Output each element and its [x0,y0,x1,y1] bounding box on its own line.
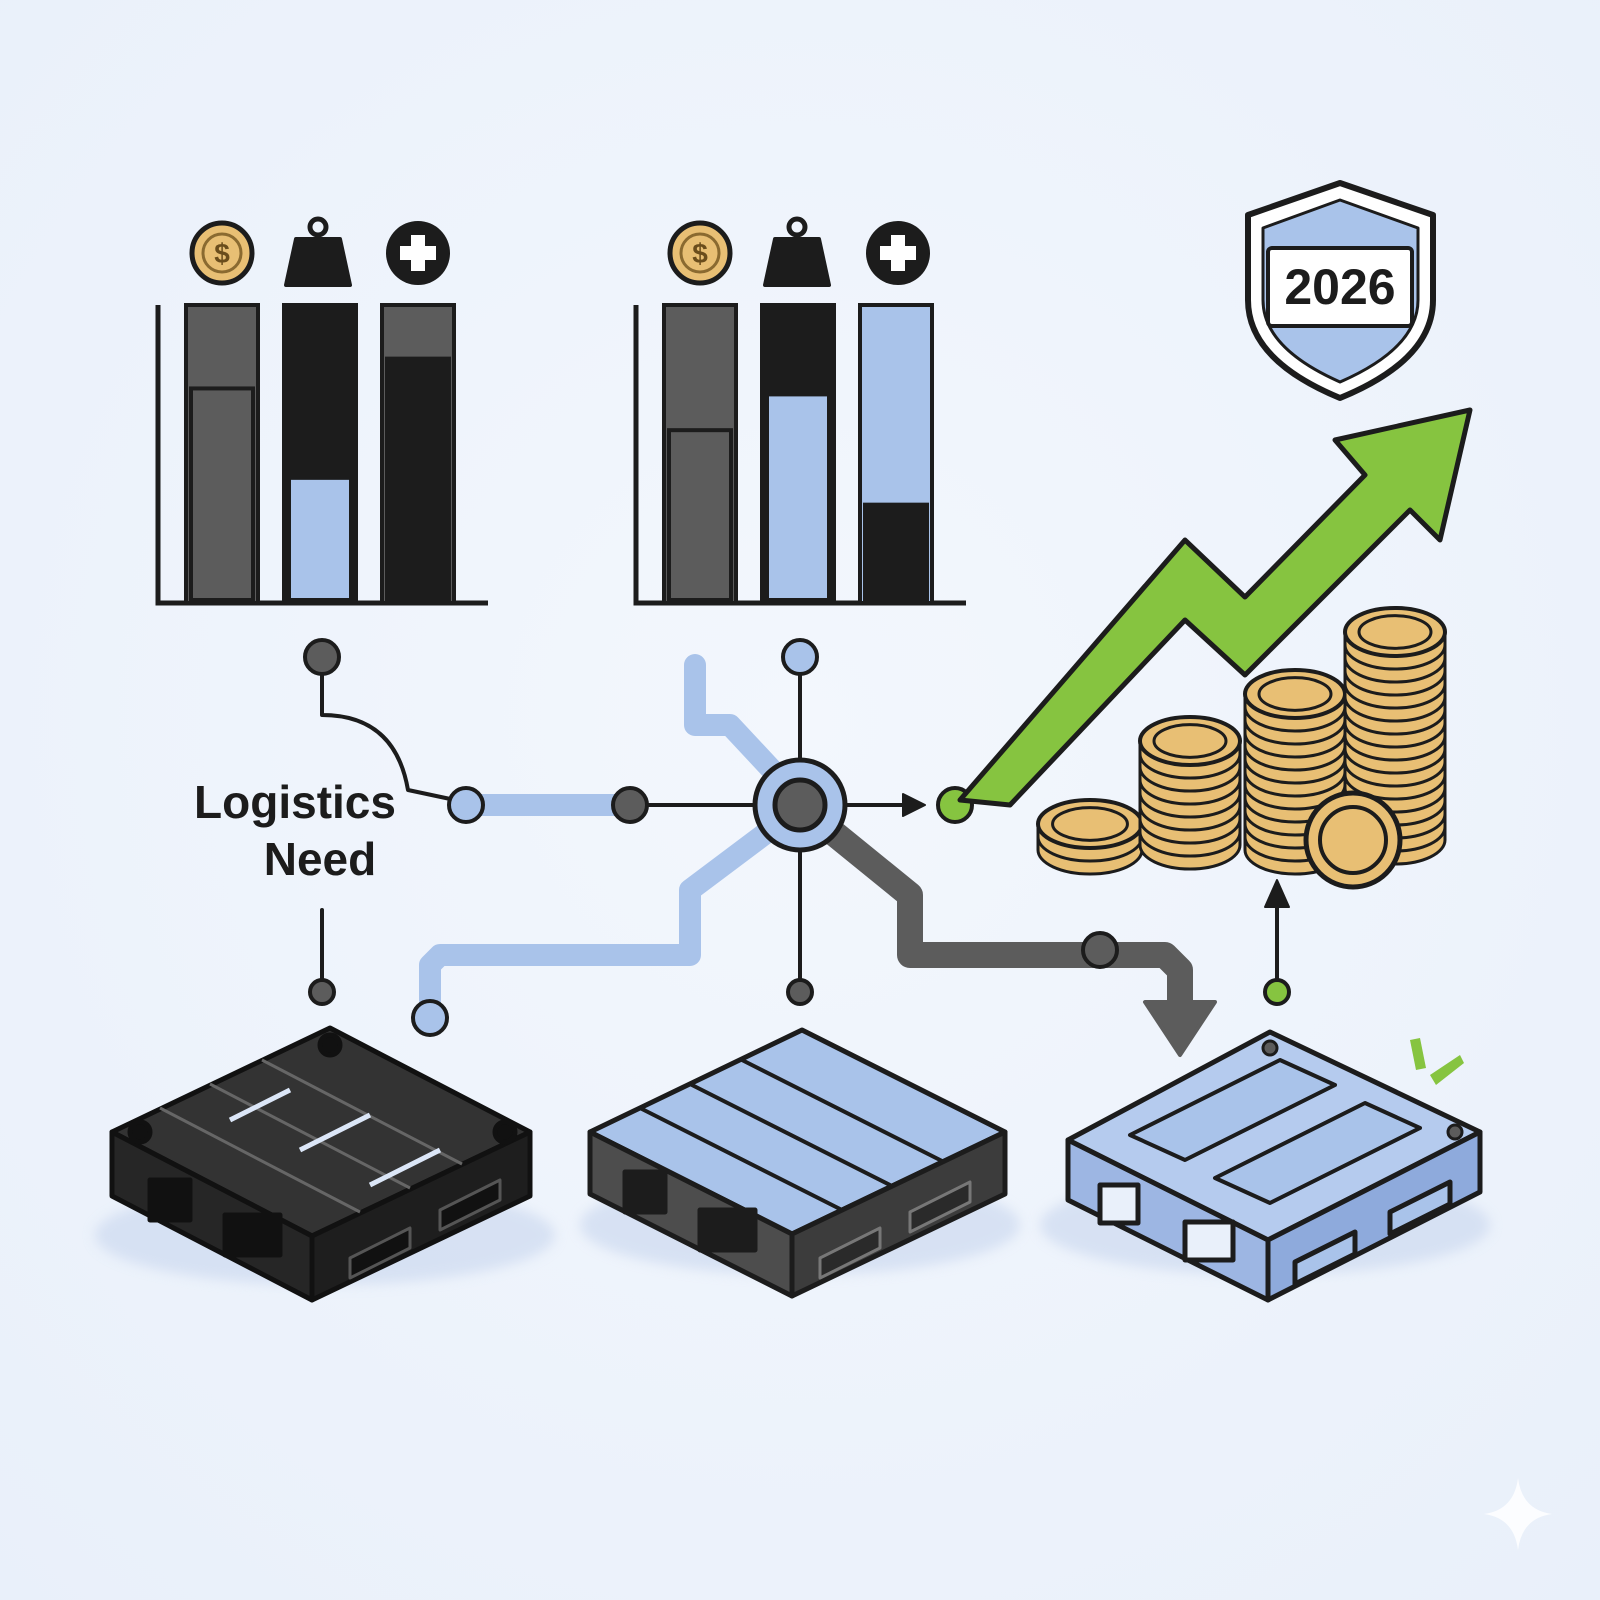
node-blue-top [781,638,819,676]
gray-flow-arrowhead [1143,1000,1217,1057]
comparison-charts [155,303,966,606]
year-badge-plate [1266,246,1414,328]
sparkle-watermark-icon [1484,1478,1552,1550]
weight-icon [284,216,352,287]
node-dark-bottom-center [786,978,814,1006]
coin-stack-small [1036,798,1144,876]
medical-cross-icon [866,221,930,285]
coin-rim [1051,806,1129,842]
node-dark-label-bottom [308,978,336,1006]
logistics-need-label: Logistics Need [194,776,396,885]
trend-up-arrow-icon [957,407,1473,808]
chart-axis [155,305,488,606]
svg-text:$: $ [214,238,230,269]
blue-flow-line-top [684,654,811,811]
node-dark-left [611,786,649,824]
dollar-coin-icon: $ [189,220,255,286]
pallets [95,1025,1490,1303]
bar-fill-cost [667,428,733,602]
year-badge-text: 2026 [1284,259,1395,315]
svg-text:$: $ [692,238,708,269]
coin-rim [1152,723,1228,759]
hybrid-pallet-comparison [633,303,966,606]
label-line-1: Logistics [194,776,396,828]
chart2-icons: $ [667,216,930,287]
dollar-coin-icon: $ [667,220,733,286]
chart-axis [633,305,966,606]
weight-icon [763,216,831,287]
shield-icon: 2026 [1245,180,1436,401]
coin-stack-medium [1138,715,1242,871]
label-line-2: Need [264,833,376,885]
bar-fill-cost [189,386,255,602]
connector-line-label [320,653,457,802]
node-blue-label [447,786,485,824]
gray-flow-line [817,817,1193,1018]
node-blue-bottom-left [411,999,449,1037]
coin-stacks-icon [1036,606,1447,890]
bar-fill-weight [287,475,353,602]
connector-nodes [303,638,1291,1037]
node-dark-gray-flow [1081,931,1119,969]
coin-rim [1257,676,1333,712]
connector-network [320,653,1290,1057]
node-green-bottom [1263,978,1291,1006]
coin-rim [1357,614,1433,650]
coin-face-rim [1318,805,1388,875]
central-hub-node [752,757,848,853]
blue-hygienic-pallet [1065,1029,1483,1303]
hybrid-pallet [587,1027,1008,1299]
sparkle-icon [1410,1038,1464,1085]
legacy-pallet-comparison [155,303,488,606]
bar-fill-health [385,356,451,603]
coin-upright [1303,790,1403,890]
blue-flow-line-bottom [419,819,781,1011]
bar-fill-health [863,502,929,602]
connector-arrowhead-up [1264,879,1290,908]
medical-cross-icon [386,221,450,285]
node-dark-top-left [303,638,341,676]
black-plastic-pallet [109,1025,533,1303]
connector-arrowhead-right [902,793,926,817]
chart1-icons: $ [189,216,450,287]
bar-fill-weight [765,392,831,602]
